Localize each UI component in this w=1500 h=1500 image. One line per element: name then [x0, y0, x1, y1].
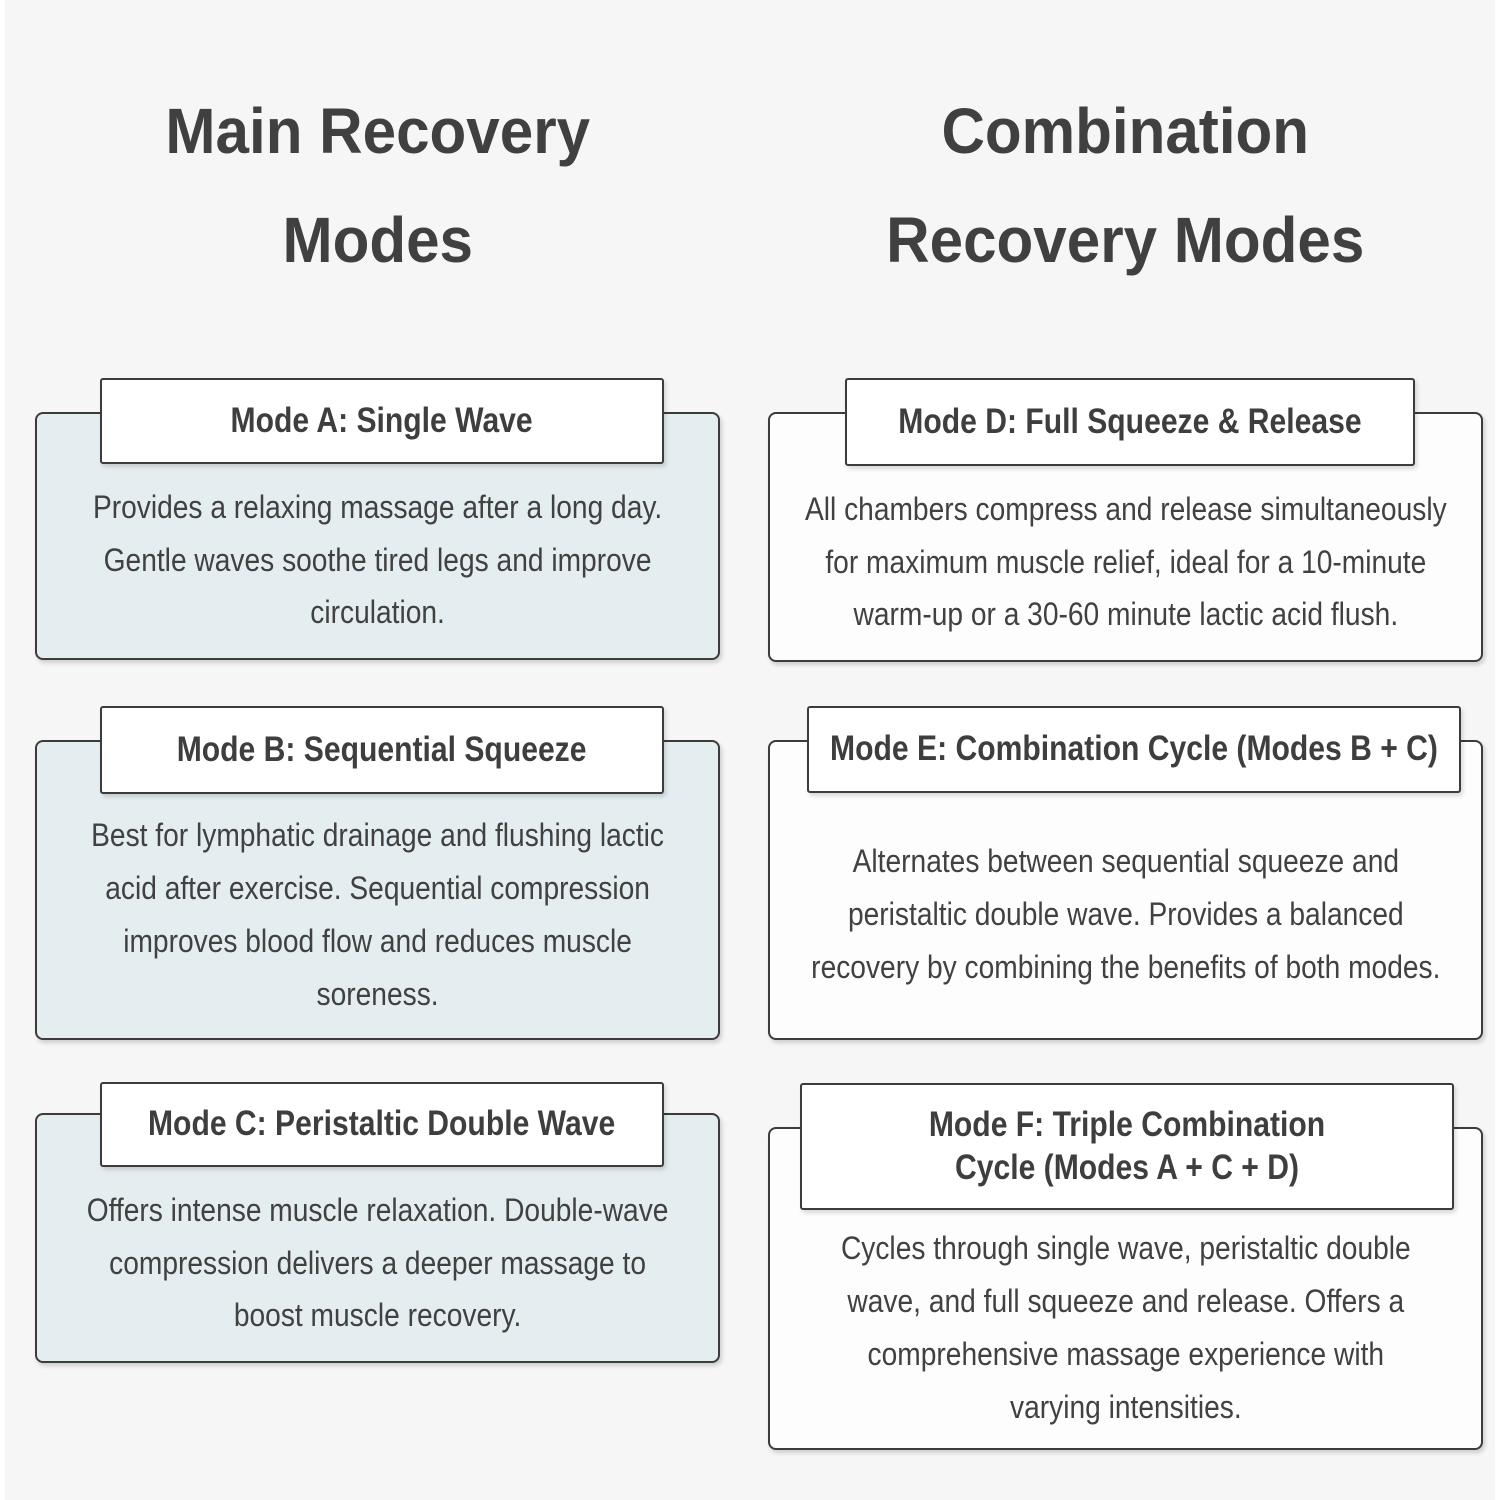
mode-d-card-header: Mode D: Full Squeeze & Release: [845, 378, 1415, 466]
mode-a-card-description: Provides a relaxing massage after a long…: [92, 488, 663, 631]
left-edge-strip: [0, 0, 5, 1500]
mode-e-card: Mode E: Combination Cycle (Modes B + C) …: [768, 706, 1483, 1040]
mode-d-card-description: All chambers compress and release simult…: [804, 490, 1447, 633]
mode-b-card-header: Mode B: Sequential Squeeze: [100, 706, 664, 794]
mode-c-card: Mode C: Peristaltic Double Wave Offers i…: [35, 1082, 720, 1363]
combination-recovery-modes-column-title: Combination Recovery Modes: [768, 77, 1483, 295]
right-edge-strip: [1495, 0, 1500, 1500]
mode-e-card-description: Alternates between sequential squeeze an…: [810, 843, 1441, 985]
mode-c-card-title: Mode C: Peristaltic Double Wave: [148, 1104, 616, 1144]
mode-c-card-description: Offers intense muscle relaxation. Double…: [86, 1191, 669, 1334]
mode-a-card-header: Mode A: Single Wave: [100, 378, 664, 464]
mode-c-card-header: Mode C: Peristaltic Double Wave: [100, 1082, 664, 1167]
main-recovery-modes-column-title: Main Recovery Modes: [35, 77, 720, 295]
mode-e-card-title: Mode E: Combination Cycle (Modes B + C): [830, 729, 1438, 769]
mode-a-card: Mode A: Single Wave Provides a relaxing …: [35, 378, 720, 660]
mode-b-card-title: Mode B: Sequential Squeeze: [177, 729, 587, 769]
mode-d-card: Mode D: Full Squeeze & Release All chamb…: [768, 378, 1483, 662]
mode-b-card-description: Best for lymphatic drainage and flushing…: [91, 817, 664, 1012]
mode-f-card: Mode F: Triple Combination Cycle (Modes …: [768, 1083, 1483, 1450]
mode-e-card-header: Mode E: Combination Cycle (Modes B + C): [807, 706, 1461, 793]
column-title-text: Main Recovery Modes: [165, 95, 590, 276]
mode-a-card-title: Mode A: Single Wave: [230, 400, 534, 440]
mode-f-card-description: Cycles through single wave, peristaltic …: [840, 1230, 1411, 1425]
mode-d-card-title: Mode D: Full Squeeze & Release: [898, 401, 1362, 441]
column-title-text: Combination Recovery Modes: [886, 95, 1365, 276]
mode-b-card: Mode B: Sequential Squeeze Best for lymp…: [35, 706, 720, 1040]
mode-f-card-title: Mode F: Triple Combination Cycle (Modes …: [928, 1104, 1326, 1187]
mode-f-card-header: Mode F: Triple Combination Cycle (Modes …: [800, 1083, 1454, 1210]
